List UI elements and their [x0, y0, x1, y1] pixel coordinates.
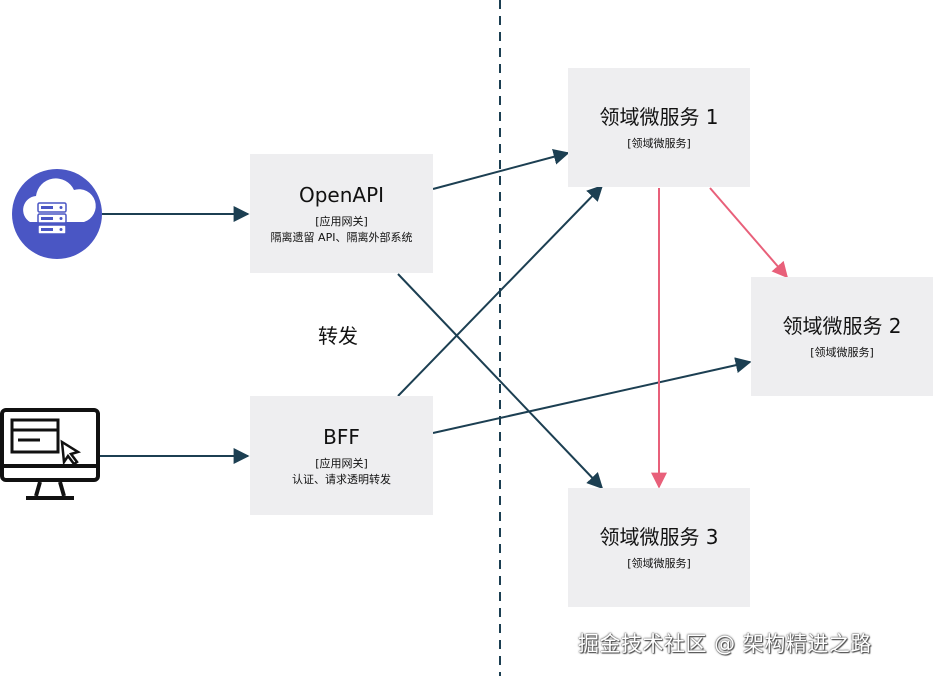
svc2-title: 领域微服务 2 [782, 313, 902, 338]
arrow-bff-to-svc1 [397, 184, 604, 397]
arrow-bff-to-svc2 [432, 357, 752, 434]
svc2-node[interactable]: 领域微服务 2 [领域微服务] [751, 277, 933, 396]
svc1-title: 领域微服务 1 [599, 104, 719, 129]
svc3-node[interactable]: 领域微服务 3 [领域微服务] [568, 488, 750, 607]
svc1-node[interactable]: 领域微服务 1 [领域微服务] [568, 68, 750, 187]
arrow-svc1-to-svc2 [709, 187, 789, 279]
openapi-title: OpenAPI [298, 182, 385, 207]
desktop-monitor-icon [0, 408, 100, 500]
openapi-description: 隔离遗留 API、隔离外部系统 [270, 230, 413, 244]
arrow-openapi-to-svc1 [432, 148, 570, 190]
watermark-text: 掘金技术社区 @ 架构精进之路 [578, 632, 872, 656]
bff-subtitle: [应用网关] [315, 456, 368, 470]
bff-title: BFF [323, 424, 360, 449]
svc2-subtitle: [领域微服务] [810, 345, 874, 359]
svc3-subtitle: [领域微服务] [627, 556, 691, 570]
arrow-openapi-to-svc3 [397, 273, 604, 490]
bff-node[interactable]: BFF [应用网关] 认证、请求透明转发 [250, 396, 433, 515]
svc1-subtitle: [领域微服务] [627, 136, 691, 150]
openapi-subtitle: [应用网关] [315, 214, 368, 228]
cloud-server-icon [12, 169, 102, 259]
svc3-title: 领域微服务 3 [599, 524, 719, 549]
forward-label: 转发 [318, 324, 358, 348]
bff-description: 认证、请求透明转发 [292, 472, 391, 486]
openapi-node[interactable]: OpenAPI [应用网关] 隔离遗留 API、隔离外部系统 [250, 154, 433, 273]
